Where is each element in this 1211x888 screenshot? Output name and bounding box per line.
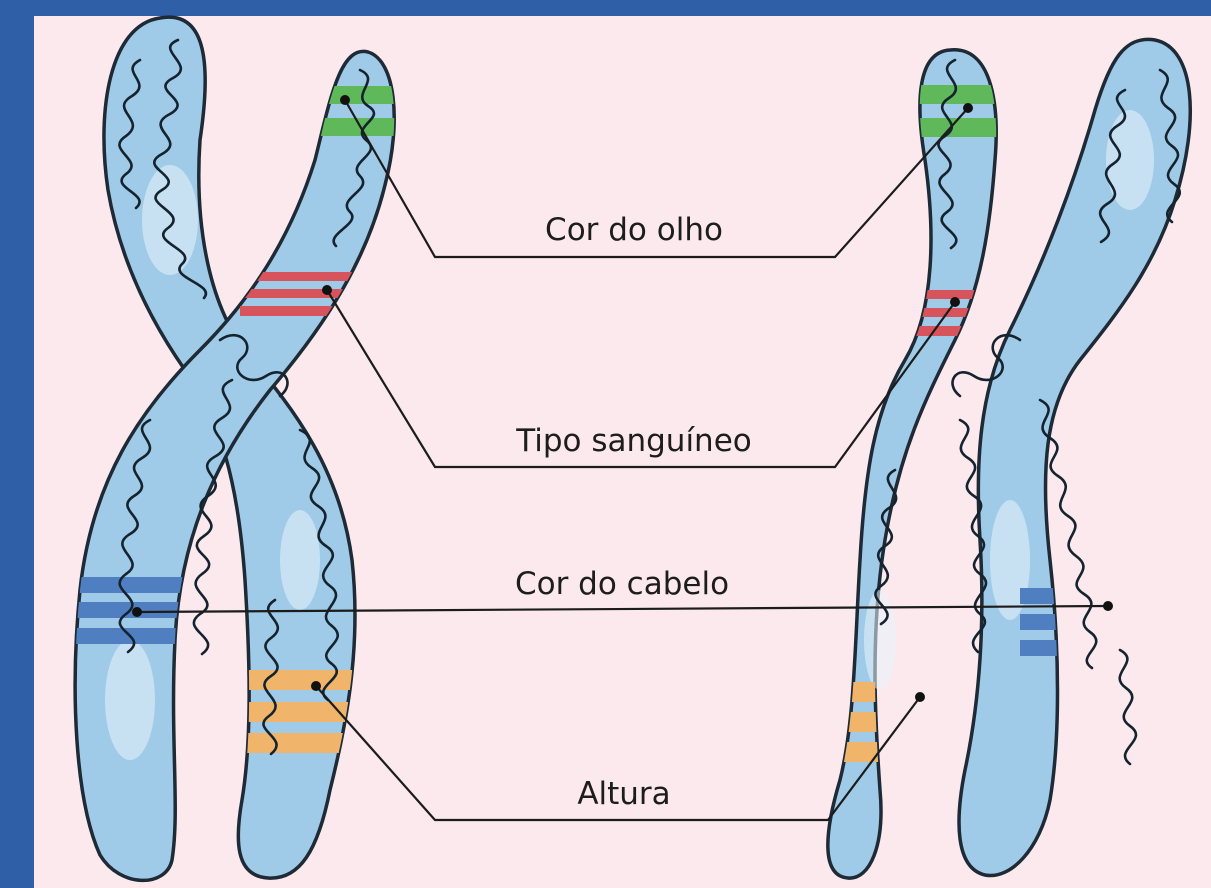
label-blood-type: Tipo sanguíneo [515,423,752,459]
label-eye-color: Cor do olho [545,212,723,248]
label-height: Altura [577,776,670,812]
label-hair-color: Cor do cabelo [515,566,729,602]
